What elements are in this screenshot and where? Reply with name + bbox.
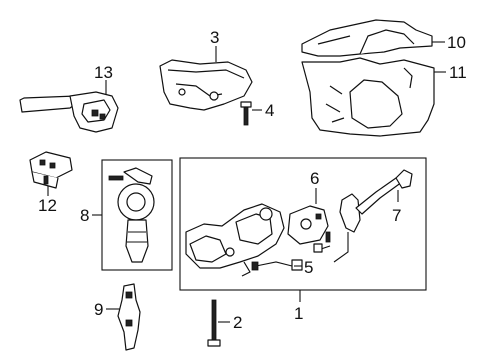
callout-8: 8 <box>80 206 89 225</box>
part-4-bolt <box>240 101 252 126</box>
callout-3: 3 <box>210 28 219 47</box>
callout-2: 2 <box>233 313 242 332</box>
part-13-multifunction-switch <box>19 91 119 133</box>
part-3-bracket <box>159 59 253 111</box>
callout-7: 7 <box>392 206 401 225</box>
part-9-wiring-clip <box>117 283 141 351</box>
callout-11: 11 <box>449 63 467 82</box>
callout-5: 5 <box>304 258 313 277</box>
callout-6: 6 <box>310 169 319 188</box>
callout-10: 10 <box>447 33 466 52</box>
part-11-lower-shroud <box>301 57 435 137</box>
callout-12: 12 <box>38 196 57 215</box>
part-10-upper-shroud <box>301 19 433 57</box>
part-7-wiper-switch <box>333 169 413 263</box>
callout-1: 1 <box>294 304 303 323</box>
part-12-switch-module <box>29 151 73 189</box>
part-6-control-module <box>287 205 331 245</box>
callout-4: 4 <box>265 101 274 120</box>
callout-13: 13 <box>94 63 113 82</box>
part-8-ignition-cylinder <box>108 167 155 263</box>
part-1-assembly-box <box>179 157 427 291</box>
part-2-bolt <box>207 299 221 347</box>
callout-9: 9 <box>94 300 103 319</box>
part-1-steering-column-assembly <box>185 203 285 277</box>
part-5-wiring-harness <box>251 243 331 271</box>
